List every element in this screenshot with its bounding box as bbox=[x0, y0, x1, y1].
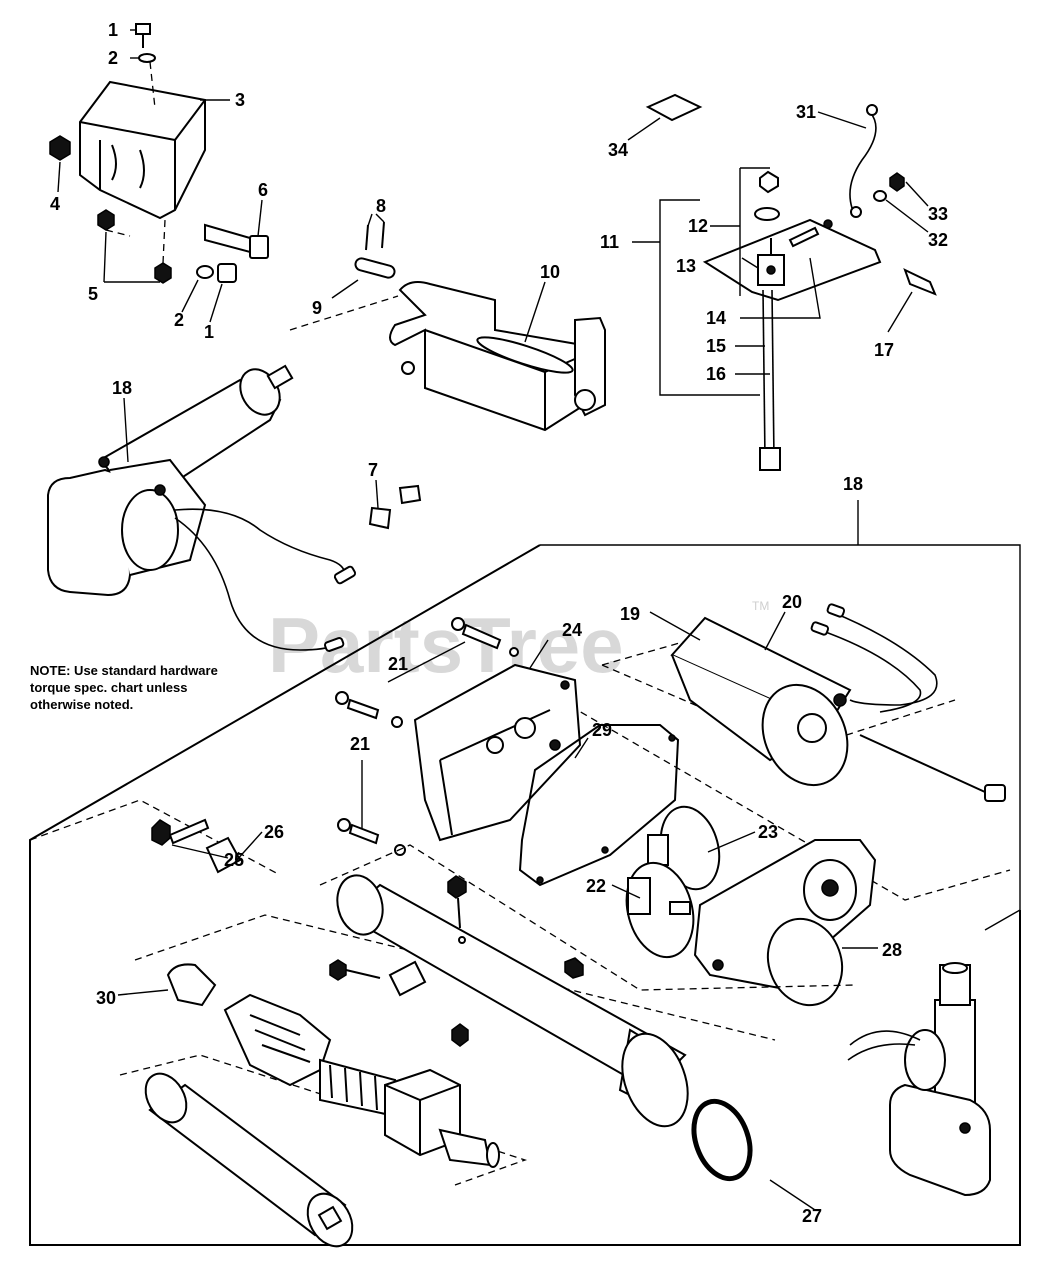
switch-assembly bbox=[627, 93, 937, 471]
callout-28: 28 bbox=[882, 940, 902, 960]
callout-12: 12 bbox=[688, 216, 708, 236]
callout-31: 31 bbox=[796, 102, 816, 122]
callout-21-upper: 21 bbox=[388, 654, 408, 674]
callout-1-top: 1 bbox=[108, 20, 118, 40]
torque-note: NOTE: Use standard hardware torque spec.… bbox=[30, 662, 270, 713]
callout-7: 7 bbox=[368, 460, 378, 480]
callout-34: 34 bbox=[608, 140, 628, 160]
callout-5: 5 bbox=[88, 284, 98, 304]
callout-4: 4 bbox=[50, 194, 60, 214]
mount-bracket bbox=[289, 213, 606, 432]
callout-3: 3 bbox=[235, 90, 245, 110]
callout-21-lower: 21 bbox=[350, 734, 370, 754]
actuator-assembled bbox=[47, 364, 357, 652]
torque-note-line-3: otherwise noted. bbox=[30, 697, 134, 712]
watermark-tm: TM bbox=[752, 599, 769, 613]
callout-1-lower: 1 bbox=[204, 322, 214, 342]
callout-17: 17 bbox=[874, 340, 894, 360]
clip bbox=[368, 479, 422, 530]
callout-18-detail: 18 bbox=[843, 474, 863, 494]
callout-30: 30 bbox=[96, 988, 116, 1008]
callout-29: 29 bbox=[592, 720, 612, 740]
callout-15: 15 bbox=[706, 336, 726, 356]
exploded-motor bbox=[29, 603, 1011, 1248]
bracket-assembly bbox=[49, 23, 269, 323]
torque-note-line-1: NOTE: Use standard hardware bbox=[30, 663, 218, 678]
callout-24: 24 bbox=[562, 620, 582, 640]
watermark: PartsTree bbox=[268, 601, 624, 689]
callout-14: 14 bbox=[706, 308, 726, 328]
callout-27: 27 bbox=[802, 1206, 822, 1226]
callout-13: 13 bbox=[676, 256, 696, 276]
callout-2-lower: 2 bbox=[174, 310, 184, 330]
callout-8: 8 bbox=[376, 196, 386, 216]
callout-6: 6 bbox=[258, 180, 268, 200]
callout-33: 33 bbox=[928, 204, 948, 224]
callout-20: 20 bbox=[782, 592, 802, 612]
callout-labels: 1 2 3 4 5 2 1 6 8 9 10 18 7 34 31 11 12 … bbox=[50, 20, 948, 1226]
callout-32: 32 bbox=[928, 230, 948, 250]
callout-16: 16 bbox=[706, 364, 726, 384]
callout-9: 9 bbox=[312, 298, 322, 318]
callout-19: 19 bbox=[620, 604, 640, 624]
callout-2-top: 2 bbox=[108, 48, 118, 68]
callout-11: 11 bbox=[600, 232, 619, 252]
callout-26: 26 bbox=[264, 822, 284, 842]
callout-18-top: 18 bbox=[112, 378, 132, 398]
callout-25: 25 bbox=[224, 850, 244, 870]
torque-note-line-2: torque spec. chart unless bbox=[30, 680, 188, 695]
callout-23: 23 bbox=[758, 822, 778, 842]
callout-22: 22 bbox=[586, 876, 606, 896]
callout-10: 10 bbox=[540, 262, 560, 282]
exploded-view-boundary bbox=[29, 500, 1021, 1246]
